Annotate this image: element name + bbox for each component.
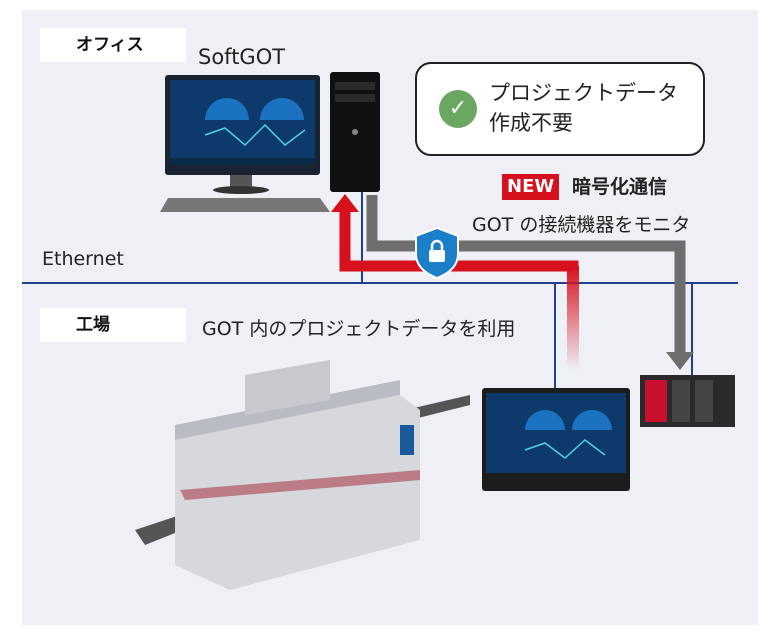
got-panel [482, 388, 630, 491]
pc-tower [330, 72, 380, 192]
lock-shield-icon [415, 226, 459, 280]
monitor-text: GOT の接続機器をモニタ [472, 214, 691, 236]
ethernet-label: Ethernet [42, 248, 124, 270]
check-circle-icon: ✓ [439, 90, 477, 128]
data-arrow-rise [567, 266, 579, 370]
plc-unit [640, 375, 735, 427]
data-arrow-head [331, 194, 359, 212]
data-arrow [339, 210, 579, 272]
softgot-monitor [160, 75, 330, 212]
office-label: オフィス [40, 28, 186, 62]
monitor-arrow-head [666, 352, 694, 370]
monitor-arrow [366, 195, 686, 355]
factory-machine [135, 360, 470, 590]
encrypted-comm-title: 暗号化通信 [572, 176, 668, 198]
bubble-line-1: プロジェクトデータ [489, 81, 678, 105]
factory-label: 工場 [40, 308, 186, 342]
new-badge: NEW [502, 174, 560, 200]
softgot-label: SoftGOT [198, 45, 286, 69]
speech-bubble: ✓ プロジェクトデータ作成不要 [415, 62, 705, 156]
bubble-line-2: 作成不要 [489, 111, 573, 135]
factory-usage-text: GOT 内のプロジェクトデータを利用 [202, 318, 516, 340]
